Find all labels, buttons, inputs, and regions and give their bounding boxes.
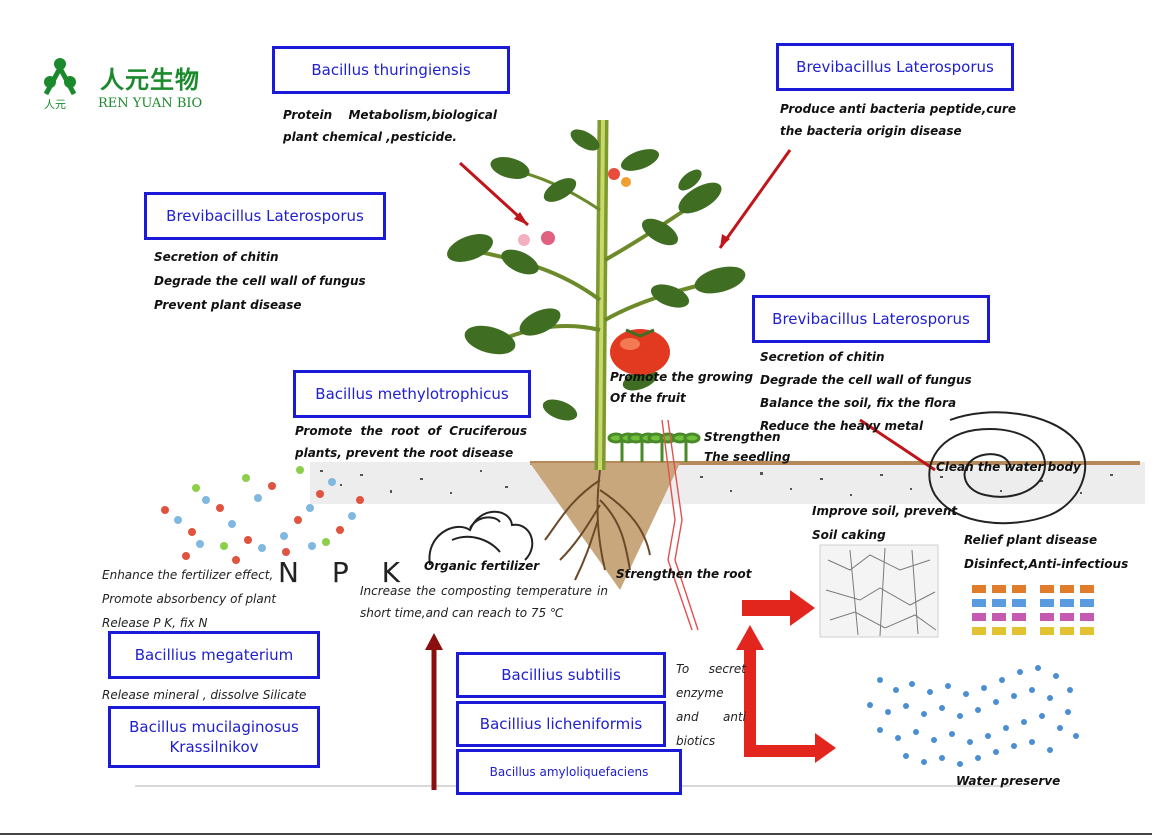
note-line: Produce anti bacteria peptide,cure <box>780 102 1016 116</box>
note-line: the bacteria origin disease <box>780 124 962 138</box>
note-line: Secretion of chitin <box>154 250 279 264</box>
tomato-icon <box>610 328 670 375</box>
note-relief: Relief plant disease Disinfect,Anti-infe… <box>964 528 1128 576</box>
box-bacillus-amyloliquefaciens: Bacillus amyloliquefaciens <box>456 749 682 795</box>
root-pointer-lines <box>661 419 699 631</box>
logo-chinese-name: 人元生物 <box>100 66 200 94</box>
note-methylotrophicus: Promote the root of Cruciferous plants, … <box>295 424 527 460</box>
note-strengthen-root: Strengthen the root <box>616 567 752 581</box>
seedling-icons <box>607 432 701 462</box>
water-droplet-icons <box>867 665 1079 767</box>
note-line: Promote absorbency of plant <box>102 592 277 606</box>
note-line: Degrade the cell wall of fungus <box>760 373 972 387</box>
box-bacillius-megaterium: Bacillius megaterium <box>108 631 320 679</box>
note-line: The seedling <box>704 450 791 464</box>
logo-mark-icon <box>43 58 77 96</box>
organic-fertilizer-icon <box>428 510 534 566</box>
note-release-mineral: Release mineral , dissolve Silicate <box>102 688 307 702</box>
up-arrow-icon <box>425 633 443 790</box>
note-water-body: Clean the water body <box>936 460 1081 474</box>
note-thuringiensis: Protein Metabolism,biological plant chem… <box>283 108 497 144</box>
note-line: Of the fruit <box>610 391 686 405</box>
note-line: Secretion of chitin <box>760 350 885 364</box>
note-secret-enzyme: To secret enzyme and anti biotics <box>676 662 746 748</box>
note-line: Degrade the cell wall of fungus <box>154 274 366 288</box>
note-fruit: Promote the growing Of the fruit <box>610 367 753 409</box>
box-brevibacillus-laterosporus-top: Brevibacillus Laterosporus <box>776 43 1014 91</box>
red-arrow-icons <box>736 590 836 763</box>
box-brevibacillus-laterosporus-right: Brevibacillus Laterosporus <box>752 295 990 343</box>
note-line: Disinfect,Anti-infectious <box>964 557 1129 571</box>
note-line: Improve soil, prevent <box>812 504 958 518</box>
plant-illustration <box>447 119 746 581</box>
box-bacillius-subtilis: Bacillius subtilis <box>456 652 666 698</box>
note-seedling: Strengthen The seedling <box>704 427 790 467</box>
box-bacillus-thuringiensis: Bacillus thuringiensis <box>272 46 510 94</box>
box-bacillius-licheniformis: Bacillius licheniformis <box>456 701 666 747</box>
note-line: Reduce the heavy metal <box>760 419 924 433</box>
note-line: Promote the growing <box>610 370 754 384</box>
bacteria-grid-image <box>972 585 1094 635</box>
logo-small-chinese: 人元 <box>44 98 66 111</box>
note-laterosporus-right: Secretion of chitin Degrade the cell wal… <box>760 346 972 438</box>
roots-illustration <box>544 469 651 581</box>
box-bacillus-mucilaginosus: Bacillus mucilaginosus Krassilnikov <box>108 706 320 768</box>
note-line: Release P K, fix N <box>102 616 208 630</box>
fertilizer-particles <box>161 466 364 564</box>
logo-english-name: REN YUAN BIO <box>98 96 203 111</box>
note-line: Enhance the fertilizer effect, <box>102 568 274 582</box>
note-organic-fertilizer: Organic fertilizer <box>424 559 540 573</box>
note-line: Soil caking <box>812 528 886 542</box>
box-bacillus-methylotrophicus: Bacillus methylotrophicus <box>293 370 531 418</box>
note-line: Balance the soil, fix the flora <box>760 396 957 410</box>
note-water-preserve: Water preserve <box>956 774 1061 788</box>
note-npk-effect: Enhance the fertilizer effect, Promote a… <box>102 563 276 635</box>
water-spiral-icon <box>928 411 1087 525</box>
note-line: Relief plant disease <box>964 533 1098 547</box>
note-laterosporus-top: Produce anti bacteria peptide,cure the b… <box>780 98 1016 142</box>
box-brevibacillus-laterosporus-left: Brevibacillus Laterosporus <box>144 192 386 240</box>
note-line: Strengthen <box>704 430 781 444</box>
note-composting: Increase the composting temperature in s… <box>360 584 608 620</box>
note-improve-soil: Improve soil, prevent Soil caking <box>812 499 957 547</box>
pointer-lines <box>458 149 936 472</box>
npk-letters: N P K <box>278 556 412 589</box>
soil-caking-image <box>819 544 939 638</box>
note-laterosporus-left: Secretion of chitin Degrade the cell wal… <box>154 245 366 317</box>
note-line: Prevent plant disease <box>154 298 302 312</box>
